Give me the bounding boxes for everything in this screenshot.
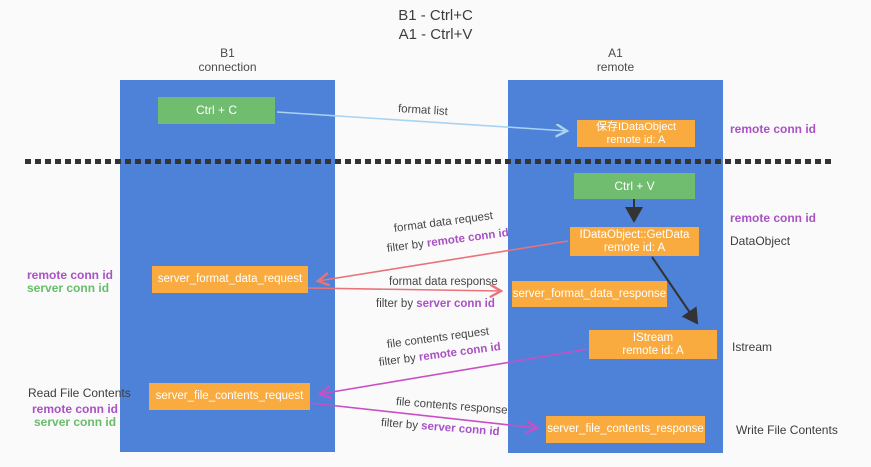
title-line-2: A1 - Ctrl+V [398, 26, 473, 43]
remote-conn-id-right-mid-label: remote conn id [730, 211, 817, 225]
server-conn-id-left-bottom-label: server conn id [34, 415, 117, 429]
save-idataobject-line2: remote id: A [606, 133, 666, 146]
remote-conn-id-right-top-label: remote conn id [730, 122, 817, 136]
left-column-header: B1 connection [120, 46, 335, 74]
right-column-header: A1 remote [508, 46, 723, 74]
server-format-data-response-box: server_format_data_response [512, 281, 667, 307]
istream-side-label: Istream [732, 340, 773, 354]
format-data-response-filter-label: filter by server conn id [376, 298, 495, 310]
read-file-contents-label: Read File Contents [28, 386, 131, 400]
filter-by-text: filter by [386, 237, 428, 255]
remote-conn-id-text: remote conn id [426, 227, 510, 250]
format-list-label: format list [397, 103, 449, 119]
server-format-data-response-label: server_format_data_response [512, 287, 667, 300]
filter-by-text: filter by [380, 417, 422, 433]
save-idataobject-line1: 保存IDataObject [595, 120, 677, 133]
server-file-contents-request-label: server_file_contents_request [155, 390, 304, 402]
dataobject-label: DataObject [730, 234, 791, 248]
remote-conn-id-left-bottom-label: remote conn id [32, 402, 119, 416]
ctrl-c-box: Ctrl + C [158, 97, 275, 124]
server-format-data-request-label: server_format_data_request [157, 273, 303, 285]
title-line-1: B1 - Ctrl+C [398, 7, 473, 24]
phase-divider-dashed-line [25, 159, 832, 164]
server-file-contents-response-box: server_file_contents_response [546, 416, 705, 443]
ctrl-v-box: Ctrl + V [574, 173, 695, 199]
format-data-response-label: format data response [389, 276, 498, 288]
format-data-response-arrow [307, 288, 501, 291]
ctrl-c-label: Ctrl + C [195, 103, 237, 117]
server-file-contents-response-label: server_file_contents_response [547, 423, 704, 435]
filter-by-text: filter by [378, 351, 420, 369]
server-conn-id-left-label: server conn id [27, 281, 110, 295]
write-file-contents-label: Write File Contents [736, 423, 838, 437]
file-contents-response-label: file contents response [395, 396, 509, 417]
file-contents-response-filter-label: filter by server conn id [381, 417, 500, 438]
filter-by-text: filter by [376, 298, 417, 310]
idataobject-getdata-box: IDataObject::GetData remote id: A [570, 227, 699, 256]
server-conn-id-text: server conn id [420, 420, 500, 439]
remote-conn-id-left-label: remote conn id [27, 268, 114, 282]
server-format-data-request-box: server_format_data_request [152, 266, 308, 293]
getdata-line2: remote id: A [603, 241, 666, 254]
right-column-name: A1 [608, 46, 623, 60]
getdata-line1: IDataObject::GetData [579, 228, 690, 241]
istream-box: IStream remote id: A [589, 330, 717, 359]
right-column-sub: remote [596, 60, 635, 74]
istream-line2: remote id: A [622, 344, 684, 357]
save-idataobject-box: 保存IDataObject remote id: A [577, 120, 695, 147]
server-conn-id-text: server conn id [416, 298, 495, 310]
ctrl-v-label: Ctrl + V [614, 178, 655, 193]
diagram-title: B1 - Ctrl+C A1 - Ctrl+V [0, 6, 871, 44]
server-file-contents-request-box: server_file_contents_request [149, 383, 310, 410]
istream-line1: IStream [632, 331, 674, 344]
left-column-sub: connection [198, 60, 257, 74]
left-column-name: B1 [220, 46, 235, 60]
